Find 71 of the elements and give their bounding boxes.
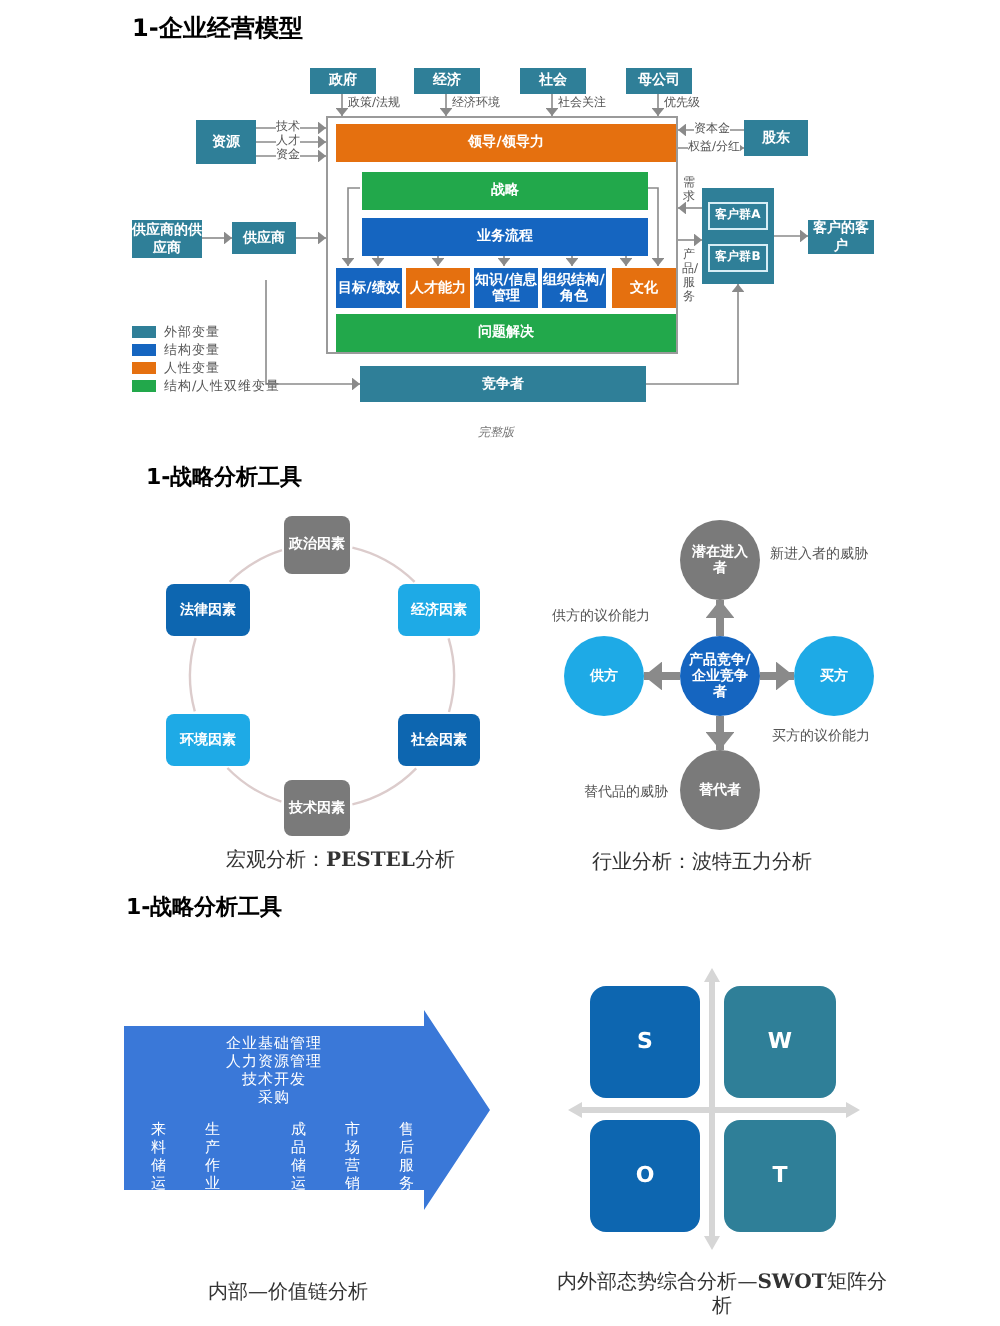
caption-text: 行业分析：波特五力分析 [592,849,812,876]
swot-quadrant [590,986,700,1098]
factor-box [284,780,350,836]
process-box [336,268,402,308]
arrow [335,93,349,117]
arrow [773,229,809,243]
arrow [645,283,745,385]
customer-group-box [702,188,774,284]
arrow [645,187,665,267]
factor-box [166,584,250,636]
node-label: W [767,1029,793,1055]
process-box [232,222,296,254]
section-heading: 1-战略分析工具 [126,892,283,922]
process-box [196,120,256,164]
process-box [362,218,648,256]
arrow [644,661,680,691]
ring-arc [352,767,417,806]
factor-box [398,714,480,766]
arrow [619,253,633,267]
arrow [651,93,665,117]
swot-quadrant [590,1120,700,1232]
process-box [626,68,692,94]
process-box [744,120,808,156]
arrow [565,253,579,267]
arrow [760,661,794,691]
arrow [497,253,511,267]
ring-arc [226,767,282,803]
arrow [677,201,703,215]
value-chain-arrow [124,1010,490,1210]
process-box [310,68,376,94]
caption-text: 内部—价值链分析 [208,1279,368,1306]
customer-segment-box [708,202,768,230]
node-label: T [772,1163,788,1189]
arrow [201,231,233,245]
process-box [414,68,480,94]
arrow [705,716,735,750]
ring-arc [228,549,283,583]
ring-arc [352,546,416,583]
ring-arc [188,637,197,712]
arrow [677,233,703,247]
node-label: O [635,1163,655,1189]
process-box [362,172,648,210]
process-box [336,314,676,352]
process-box [612,268,676,308]
arrow [705,600,735,636]
swot-quadrant [724,1120,836,1232]
arrow [295,231,327,245]
process-box [336,124,676,162]
arrow [371,253,385,267]
caption-text: 宏观分析：PESTEL分析 [226,847,455,874]
node-label: S [637,1029,653,1055]
ring-arc [447,638,456,713]
swot-quadrant [724,986,836,1098]
factor-box [398,584,480,636]
process-box [520,68,586,94]
arrow [545,93,559,117]
arrow [439,93,453,117]
caption-text: 内外部态势综合分析—SWOT矩阵分析 [555,1272,889,1320]
arrow [341,187,361,267]
arrow [431,253,445,267]
process-box [406,268,470,308]
company-frame [326,116,678,354]
force-circle [680,636,760,716]
section-heading: 1-战略分析工具 [146,462,303,492]
title: 1-企业经营模型 [132,12,303,46]
arrow [265,279,361,391]
process-box [360,366,646,402]
customer-segment-box [708,244,768,272]
factor-box [284,516,350,574]
factor-box [166,714,250,766]
arrow [255,135,327,149]
